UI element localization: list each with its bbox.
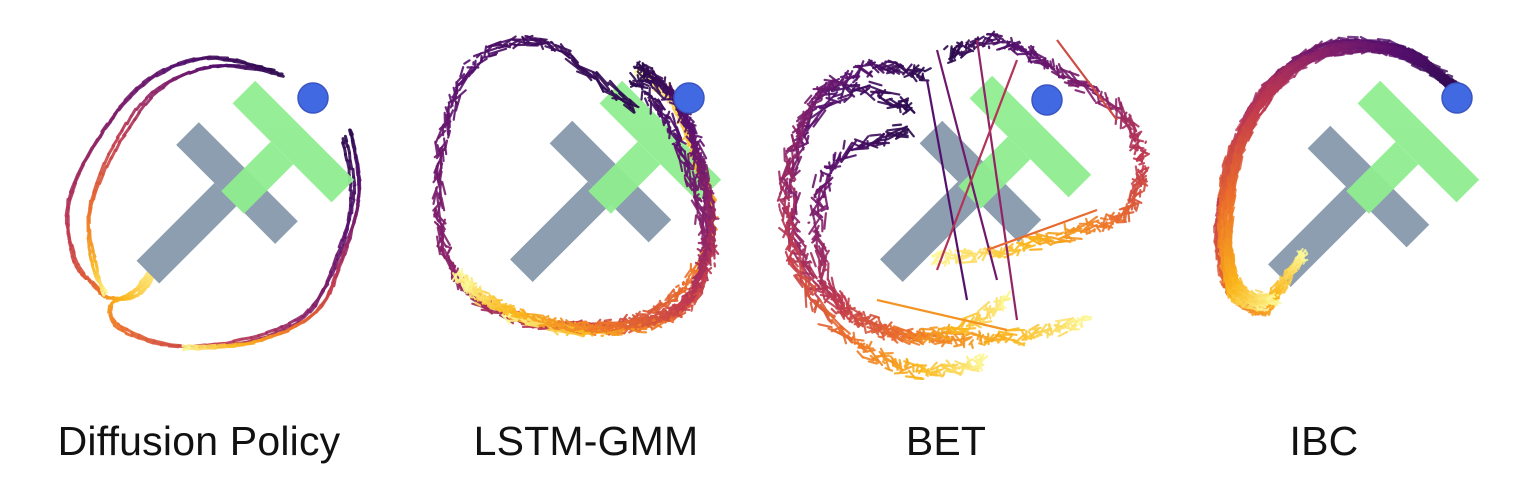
panel-caption: LSTM-GMM (473, 418, 699, 464)
scene-bet (776, 30, 1150, 381)
target-t-icon (1346, 80, 1480, 214)
trajectory-lines (776, 30, 1150, 381)
target-t-icon (588, 80, 722, 214)
trajectory-lines (1213, 35, 1466, 317)
target-t-icon (221, 80, 355, 214)
panel-diffusion-policy: Diffusion Policy (10, 0, 388, 494)
panel-caption: IBC (1289, 418, 1359, 464)
panel-caption: Diffusion Policy (57, 418, 341, 464)
panel-lstm-gmm: LSTM-GMM (397, 0, 775, 494)
panel-bet: BET (757, 0, 1150, 494)
scene-diffusion-policy (64, 55, 362, 352)
panel-caption: BET (905, 418, 987, 464)
trajectory-lines (431, 34, 720, 338)
scene-ibc (1213, 35, 1480, 317)
panel-ibc: IBC (1135, 0, 1513, 494)
agent-circle-icon (1441, 82, 1473, 114)
trajectory-lines (64, 55, 362, 352)
scene-lstm-gmm (431, 34, 722, 338)
agent-circle-icon (1031, 84, 1063, 116)
agent-circle-icon (297, 82, 329, 114)
agent-circle-icon (673, 82, 705, 114)
